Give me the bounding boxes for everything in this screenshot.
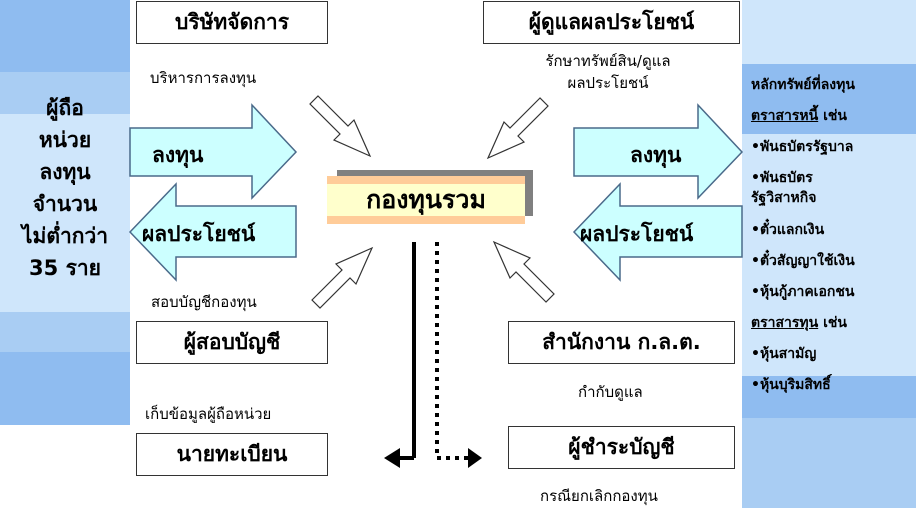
benefit-arrow-right xyxy=(572,182,743,282)
auditor-role: สอบบัญชีกองทุน xyxy=(151,293,257,311)
sec-box: สำนักงาน ก.ล.ต. xyxy=(508,321,735,364)
band-segment xyxy=(742,418,916,508)
list-item: •หุ้นกู้ภาคเอกชน xyxy=(751,284,855,300)
band-segment xyxy=(0,312,130,352)
trustee-box: ผู้ดูแลผลประโยชน์ xyxy=(483,1,740,44)
manager-role: บริหารการลงทุน xyxy=(150,69,257,87)
investor-text: ผู้ถือ หน่วย ลงทุน จำนวน ไม่ต่ำกว่า 35 ร… xyxy=(0,92,130,284)
auditor-arrow xyxy=(311,246,374,309)
left-invest-label: ลงทุน xyxy=(152,143,204,167)
investor-line: จำนวน xyxy=(32,192,98,216)
list-item: •หุ้นบุริมสิทธิ์ xyxy=(751,377,831,393)
left-benefit-label: ผลประโยชน์ xyxy=(142,222,256,246)
registrar-role: เก็บข้อมูลผู้ถือหน่วย xyxy=(145,405,272,423)
benefit-arrow-left xyxy=(128,182,297,282)
investor-line: หน่วย xyxy=(38,128,92,152)
list-item: •ตั๋วแลกเงิน xyxy=(751,222,825,238)
list-item: •พันธบัตรรัฐบาล xyxy=(751,139,854,155)
trustee-arrow xyxy=(486,97,549,160)
band-segment xyxy=(742,64,916,134)
manager-box: บริษัทจัดการ xyxy=(136,1,328,44)
liquidator-role: กรณียกเลิกกองทุน xyxy=(540,487,658,505)
securities-list: หลักทรัพย์ที่ลงทุน ตราสารหนี้ เช่น •พันธ… xyxy=(751,70,911,401)
liquidator-arrowhead xyxy=(468,448,482,468)
band-segment xyxy=(0,114,130,312)
trustee-role: รักษาทรัพย์สิน/ดูแล ผลประโยชน์ xyxy=(545,52,671,92)
investor-line: ผู้ถือ xyxy=(46,96,84,120)
invest-arrow-right xyxy=(573,103,744,200)
securities-heading: หลักทรัพย์ที่ลงทุน xyxy=(751,77,855,93)
sec-arrow xyxy=(492,240,555,303)
invest-arrow-left xyxy=(129,103,298,200)
equity-heading: ตราสารทุน เช่น xyxy=(751,315,847,331)
list-item: •พันธบัตรรัฐวิสาหกิจ xyxy=(751,170,817,206)
band-segment xyxy=(0,0,130,72)
band-segment xyxy=(742,376,916,418)
list-item: •หุ้นสามัญ xyxy=(751,346,817,362)
investor-line: 35 ราย xyxy=(29,256,101,280)
band-segment xyxy=(742,134,916,376)
liquidator-box: ผู้ชำระบัญชี xyxy=(508,426,735,469)
band-segment xyxy=(0,72,130,114)
center-band xyxy=(327,184,525,216)
right-benefit-label: ผลประโยชน์ xyxy=(580,222,694,246)
investor-line: ลงทุน xyxy=(39,160,91,184)
auditor-box: ผู้สอบบัญชี xyxy=(136,321,328,364)
registrar-arrowhead xyxy=(384,448,400,468)
registrar-box: นายทะเบียน xyxy=(136,433,328,476)
list-item: •ตั๋วสัญญาใช้เงิน xyxy=(751,253,855,269)
sec-role: กำกับดูแล xyxy=(578,383,643,401)
securities-band xyxy=(742,0,916,508)
band-segment xyxy=(742,0,916,64)
right-invest-label: ลงทุน xyxy=(630,143,682,167)
band-segment xyxy=(0,352,130,425)
center-title: กองทุนรวม xyxy=(366,185,486,214)
investor-band xyxy=(0,0,130,425)
mutual-fund-box: กองทุนรวม xyxy=(327,170,533,224)
investor-line: ไม่ต่ำกว่า xyxy=(21,224,109,248)
debt-heading: ตราสารหนี้ เช่น xyxy=(751,108,847,124)
manager-arrow xyxy=(309,95,372,158)
